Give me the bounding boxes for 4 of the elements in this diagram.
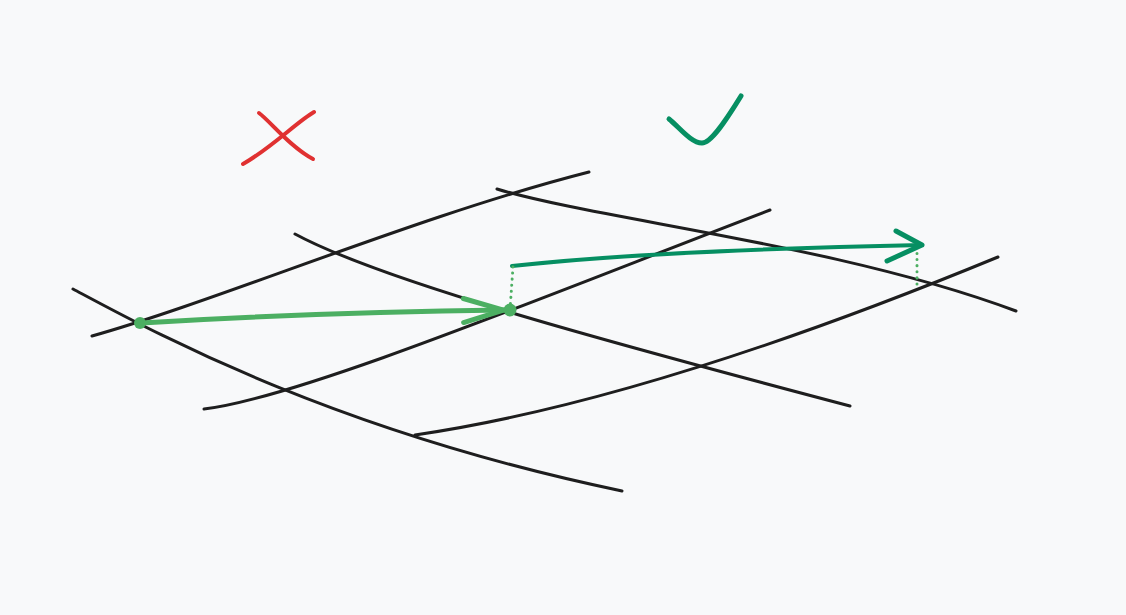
point-dot xyxy=(503,303,517,317)
arrow xyxy=(143,296,506,326)
point-dot xyxy=(134,317,146,329)
dotted-line xyxy=(508,265,515,305)
